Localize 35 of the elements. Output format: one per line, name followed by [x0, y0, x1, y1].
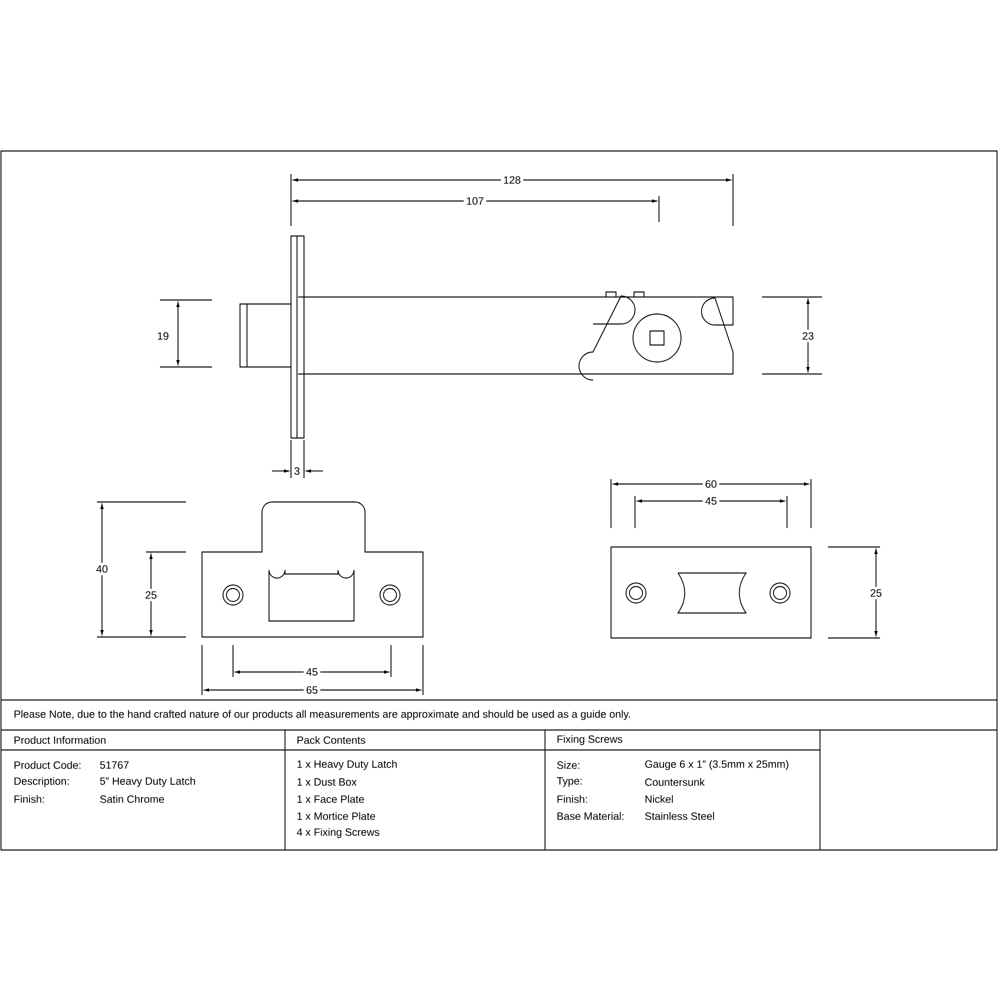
dimension-label: 40	[94, 562, 110, 576]
table-header: Pack Contents	[298, 736, 366, 744]
field-value: Countersunk	[645, 778, 705, 786]
field-label: Product Code:	[14, 761, 80, 769]
field-label: Description:	[14, 777, 69, 787]
dimension-label: 19	[154, 330, 172, 342]
dimension-label: 65	[304, 684, 320, 696]
dimension-label: 45	[702, 494, 720, 508]
field-value: Nickel	[646, 795, 673, 803]
field-label: Size:	[557, 761, 580, 769]
table-header: Fixing Screws	[558, 735, 622, 745]
dimension-label: 25	[142, 588, 160, 602]
field-value: Satin Chrome	[100, 795, 164, 803]
field-label: Base Material:	[558, 812, 624, 820]
dimension-label: 107	[464, 194, 486, 208]
note-text: Please Note, due to the hand crafted nature of our products all measurements are approximate and should be used as a guide only.	[14, 710, 630, 720]
dimension-label: 60	[702, 478, 720, 490]
list-item: 4 x Fixing Screws	[296, 828, 380, 838]
field-value: Gauge 6 x 1” (3.5mm x 25mm)	[645, 760, 788, 770]
field-label: Finish:	[558, 795, 587, 803]
list-item: 1 x Heavy Duty Latch	[297, 760, 397, 770]
dimension-label: 128	[500, 174, 524, 186]
dimension-label: 3	[294, 467, 300, 475]
list-item: 1 x Dust Box	[297, 778, 357, 786]
field-label: Finish:	[14, 795, 44, 803]
field-value: 5” Heavy Duty Latch	[100, 777, 195, 787]
field-value: 51767	[100, 761, 129, 769]
dimension-label: 45	[304, 666, 320, 678]
list-item: 1 x Face Plate	[297, 795, 364, 803]
table-header: Product Information	[14, 736, 106, 744]
dimension-label: 23	[800, 330, 816, 342]
dimension-label: 25	[868, 586, 884, 600]
field-value: Stainless Steel	[645, 812, 714, 820]
list-item: 1 x Mortice Plate	[297, 812, 376, 820]
field-label: Type:	[556, 777, 582, 787]
